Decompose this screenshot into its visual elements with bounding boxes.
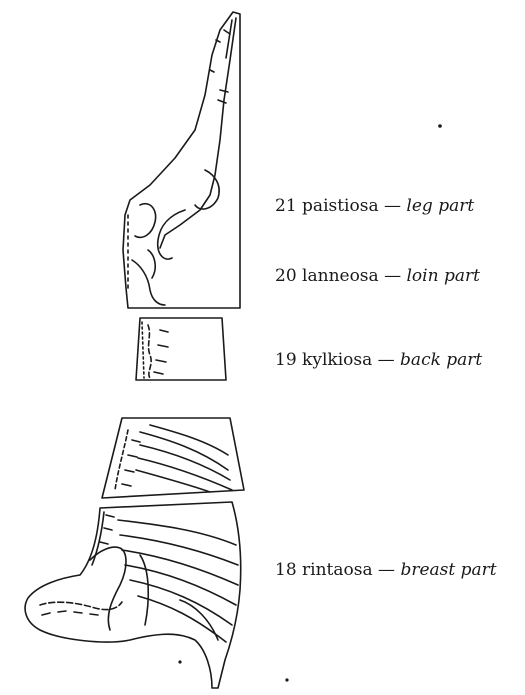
dash: —	[384, 196, 401, 216]
part-number: 18	[275, 560, 297, 580]
label-leg-part: 21 paistiosa — leg part	[275, 198, 474, 215]
part-number: 20	[275, 266, 297, 286]
section-20-loin-part	[136, 318, 226, 380]
part-name-finnish: lanneosa	[302, 266, 379, 286]
part-name-english: back part	[400, 350, 482, 370]
label-loin-part: 20 lanneosa — loin part	[275, 268, 480, 285]
part-name-finnish: rintaosa	[302, 560, 373, 580]
part-name-english: breast part	[400, 560, 496, 580]
label-breast-part: 18 rintaosa — breast part	[275, 562, 497, 579]
section-18-breast-part	[25, 502, 241, 688]
part-name-finnish: paistiosa	[302, 196, 379, 216]
part-name-finnish: kylkiosa	[302, 350, 372, 370]
part-name-english: loin part	[406, 266, 479, 286]
dash: —	[378, 350, 395, 370]
part-number: 21	[275, 196, 297, 216]
dash: —	[378, 560, 395, 580]
section-19-back-part	[102, 418, 244, 498]
part-name-english: leg part	[406, 196, 474, 216]
section-21-leg-part	[123, 12, 240, 308]
label-back-part: 19 kylkiosa — back part	[275, 352, 482, 369]
dash: —	[384, 266, 401, 286]
part-number: 19	[275, 350, 297, 370]
